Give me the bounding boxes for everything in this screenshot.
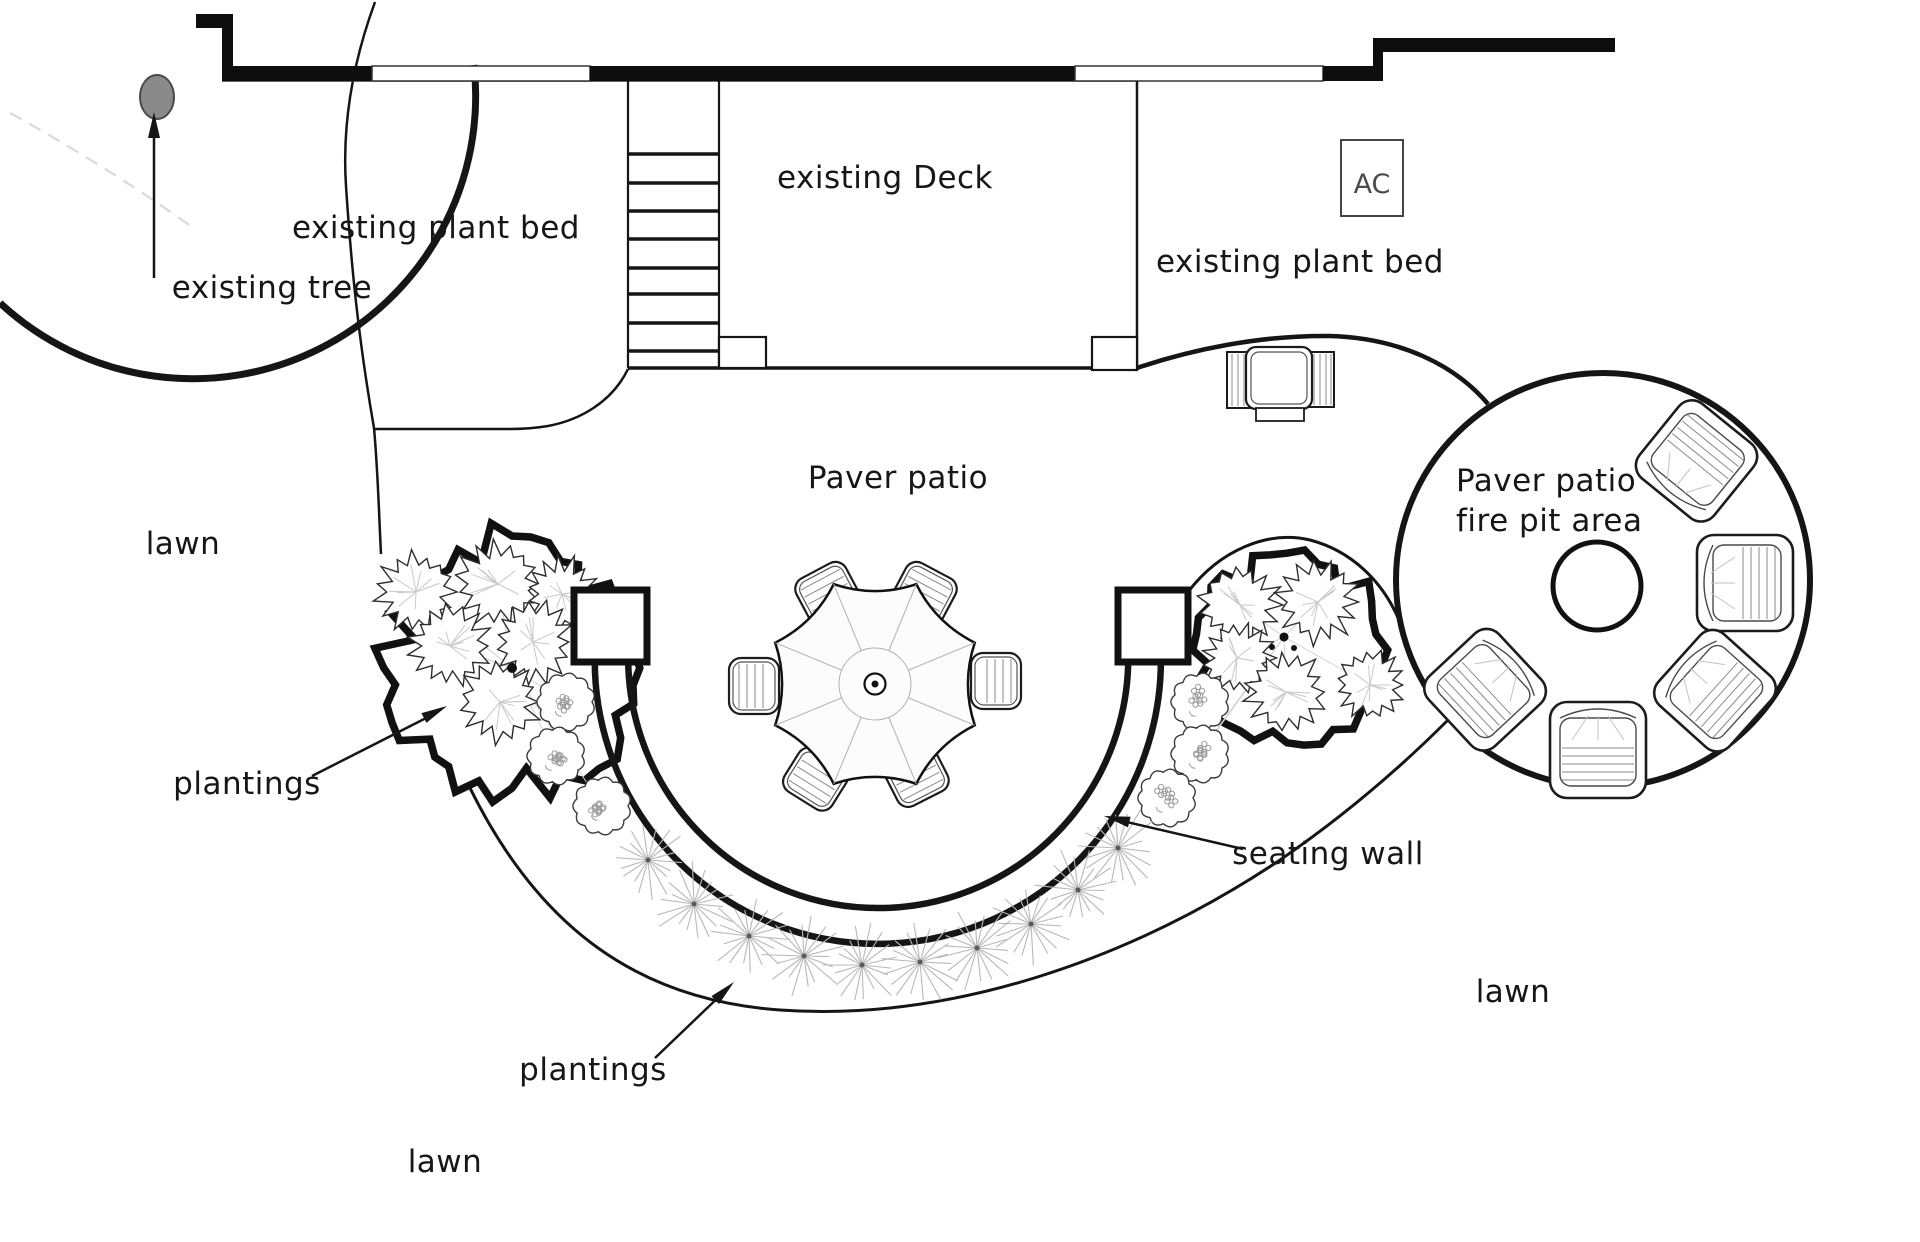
ornamental-grass-symbol xyxy=(936,911,1011,991)
label-paver-patio: Paver patio xyxy=(808,460,988,496)
wall-step xyxy=(222,14,233,81)
leader-arrow xyxy=(311,706,447,778)
fire-pit-chair xyxy=(1652,628,1778,753)
plant-bed-edge-curve xyxy=(343,1,383,555)
flower-cluster-symbol xyxy=(526,726,585,786)
fire-pit-chair xyxy=(1634,398,1759,523)
seating-wall xyxy=(591,620,1165,948)
patio-corner-curve xyxy=(373,368,630,431)
planting-group-node xyxy=(507,663,517,673)
label-existing-tree: existing tree xyxy=(172,270,372,306)
ac-box xyxy=(1340,139,1404,217)
wall-segment xyxy=(590,66,1075,81)
umbrella-table xyxy=(773,582,977,786)
deck-post xyxy=(1090,335,1139,372)
wall-segment xyxy=(233,66,372,81)
seating-wall-pillar xyxy=(570,586,651,666)
ornamental-grass-symbol xyxy=(1034,849,1117,917)
wall-segment xyxy=(1373,38,1615,52)
ornamental-grass-symbol xyxy=(761,915,844,997)
label-fire-pit-line2: fire pit area xyxy=(1456,503,1642,539)
ornamental-grass-symbol xyxy=(881,922,958,1000)
lawn-boundary-curve xyxy=(468,718,1450,1013)
existing-deck xyxy=(626,81,1139,372)
tree-leader-arrowhead xyxy=(148,112,160,138)
planting-group-node xyxy=(1279,632,1289,642)
label-seating-wall: seating wall xyxy=(1232,836,1424,872)
ac-unit: AC xyxy=(1340,139,1404,217)
flower-cluster-symbol xyxy=(1170,672,1229,732)
label-plantings-upper: plantings xyxy=(173,766,321,802)
leader-arrow xyxy=(654,982,734,1059)
label-existing-plant-bed-right: existing plant bed xyxy=(1156,244,1444,280)
tree-trunk xyxy=(139,74,175,120)
tree-dripline-dashed-arc xyxy=(9,112,193,228)
deck-stairs xyxy=(626,81,721,368)
seating-wall-inner-edge xyxy=(625,624,1132,912)
right-bed-boundary-curve xyxy=(1186,535,1401,621)
ac-label: AC xyxy=(1354,169,1391,200)
flower-cluster-symbol xyxy=(572,776,631,836)
shrub-symbol xyxy=(453,536,542,625)
flower-cluster-symbol xyxy=(1170,724,1229,784)
fire-pit-chair xyxy=(1548,700,1648,800)
shrub-symbol xyxy=(1240,650,1326,732)
window xyxy=(1074,65,1324,82)
house-walls xyxy=(196,14,1615,82)
existing-tree xyxy=(0,64,480,383)
label-plantings-lower: plantings xyxy=(519,1052,667,1088)
dining-chair xyxy=(969,651,1023,711)
fire-pit-chair xyxy=(1695,533,1795,633)
leader-arrows xyxy=(311,706,1244,1059)
shrub-symbol xyxy=(1337,648,1405,719)
fire-pit-chair xyxy=(1422,627,1548,752)
seating-wall-outer-edge xyxy=(591,620,1165,948)
plan-labels: existing Deck existing plant bed existin… xyxy=(146,160,1642,1180)
ornamental-grass-symbol xyxy=(992,889,1070,966)
fire-pit xyxy=(1550,539,1644,633)
label-fire-pit-line1: Paver patio xyxy=(1456,463,1636,499)
seating-wall-pillar xyxy=(1114,586,1192,666)
flower-cluster-symbol xyxy=(536,672,595,732)
patio-boundaries xyxy=(343,1,1490,1013)
shrub-symbol xyxy=(1272,558,1361,649)
label-lawn-left: lawn xyxy=(146,526,221,562)
site-furnishings xyxy=(371,345,1795,1001)
flower-cluster-symbol xyxy=(1137,768,1196,828)
label-existing-deck: existing Deck xyxy=(777,160,993,196)
ornamental-grass-symbol xyxy=(616,825,682,900)
ornamental-grass-symbol xyxy=(657,861,734,939)
ornamental-grass-symbol xyxy=(822,923,897,1001)
dining-chair xyxy=(727,656,781,716)
patio-top-right-curve xyxy=(1136,333,1490,406)
window xyxy=(371,65,591,82)
patio-bench xyxy=(1226,345,1335,422)
shrub-symbol xyxy=(496,598,574,687)
leader-arrow xyxy=(1104,816,1244,851)
ornamental-grass-symbol xyxy=(711,899,790,973)
shrub-symbol xyxy=(405,601,493,689)
wall-segment xyxy=(1323,66,1383,81)
deck-post xyxy=(717,335,768,370)
label-lawn-bottom: lawn xyxy=(408,1144,483,1180)
wall-step xyxy=(1373,38,1383,81)
label-existing-plant-bed-left: existing plant bed xyxy=(292,210,580,246)
shrub-symbol xyxy=(459,659,542,748)
tree-canopy-arc xyxy=(0,64,480,383)
shrub-symbol xyxy=(1195,565,1286,645)
label-lawn-right: lawn xyxy=(1476,974,1551,1010)
